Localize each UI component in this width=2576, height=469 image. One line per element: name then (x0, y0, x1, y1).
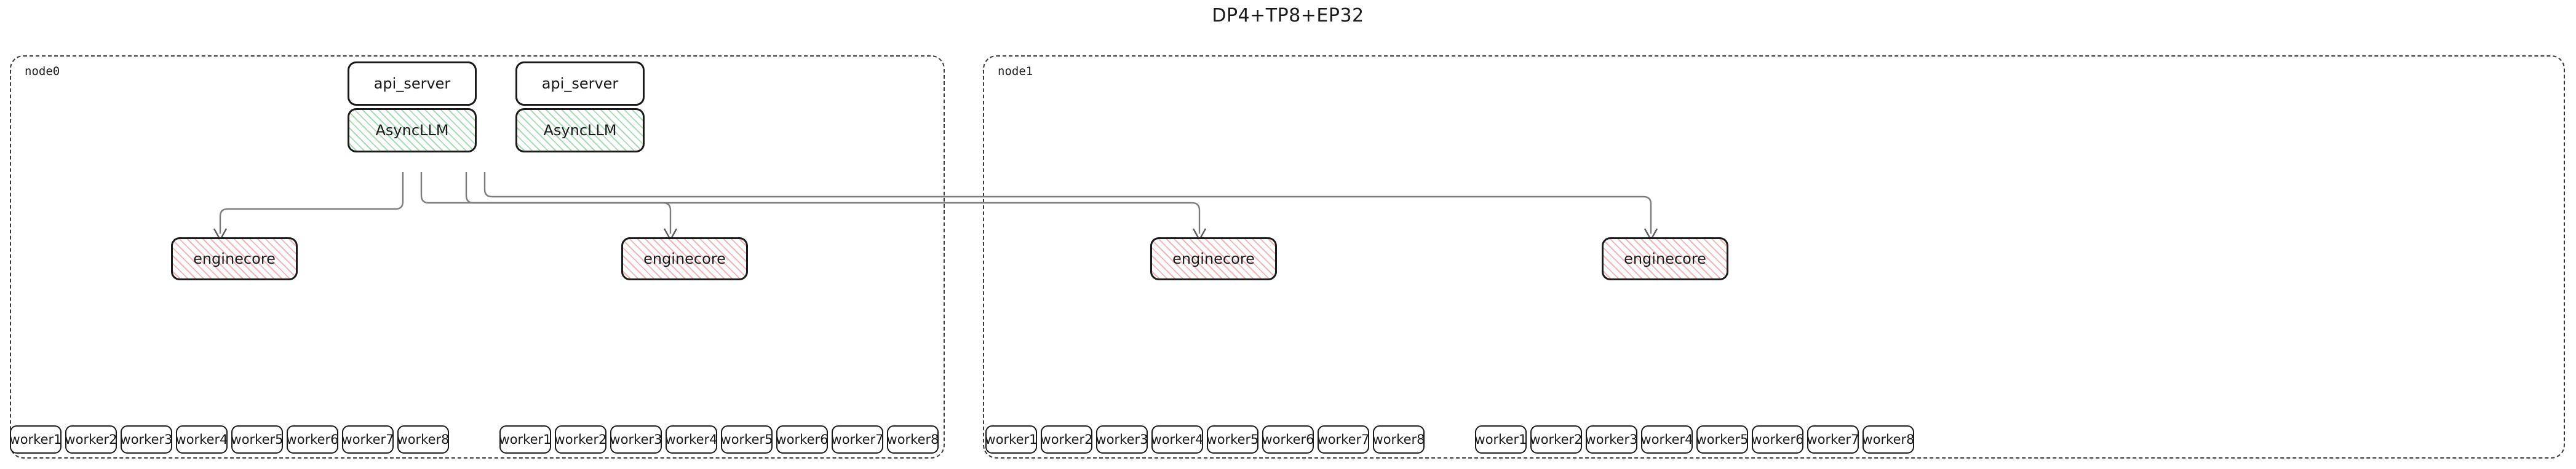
worker-box-g3-3[interactable]: worker3 (1096, 425, 1148, 454)
worker-box-g2-4[interactable]: worker4 (665, 425, 718, 454)
async-llm-label-2: AsyncLLM (543, 122, 617, 139)
worker-label: worker2 (65, 432, 117, 447)
worker-box-g4-3[interactable]: worker3 (1585, 425, 1638, 454)
worker-label: worker3 (1585, 432, 1638, 447)
worker-box-g1-1[interactable]: worker1 (10, 425, 62, 454)
worker-box-g2-5[interactable]: worker5 (721, 425, 773, 454)
worker-box-g4-7[interactable]: worker7 (1807, 425, 1859, 454)
api-server-box-2[interactable]: api_server (515, 61, 645, 106)
worker-label: worker2 (554, 432, 607, 447)
worker-label: worker6 (1751, 432, 1804, 447)
worker-label: worker5 (1696, 432, 1749, 447)
worker-label: worker6 (1262, 432, 1314, 447)
node-container-node0 (10, 55, 945, 459)
worker-label: worker8 (886, 432, 939, 447)
worker-label: worker3 (610, 432, 662, 447)
worker-box-g4-2[interactable]: worker2 (1530, 425, 1583, 454)
worker-label: worker7 (341, 432, 394, 447)
api-server-label-2: api_server (541, 75, 619, 92)
worker-box-g1-5[interactable]: worker5 (231, 425, 284, 454)
worker-box-g1-4[interactable]: worker4 (176, 425, 228, 454)
worker-label: worker7 (1807, 432, 1859, 447)
worker-box-g4-1[interactable]: worker1 (1475, 425, 1527, 454)
worker-label: worker2 (1530, 432, 1583, 447)
worker-label: worker7 (1317, 432, 1370, 447)
enginecore-box-2[interactable]: enginecore (621, 237, 748, 280)
worker-label: worker7 (831, 432, 884, 447)
worker-box-g1-2[interactable]: worker2 (65, 425, 117, 454)
worker-label: worker2 (1040, 432, 1093, 447)
worker-box-g1-8[interactable]: worker8 (397, 425, 450, 454)
worker-box-g2-2[interactable]: worker2 (554, 425, 607, 454)
worker-box-g2-1[interactable]: worker1 (499, 425, 552, 454)
enginecore-label-2: enginecore (643, 250, 726, 267)
worker-label: worker6 (286, 432, 339, 447)
async-llm-box-1[interactable]: AsyncLLM (348, 108, 477, 152)
worker-box-g3-2[interactable]: worker2 (1040, 425, 1093, 454)
worker-box-g3-8[interactable]: worker8 (1373, 425, 1425, 454)
enginecore-label-1: enginecore (193, 250, 276, 267)
worker-box-g3-7[interactable]: worker7 (1317, 425, 1370, 454)
worker-box-g2-3[interactable]: worker3 (610, 425, 662, 454)
worker-label: worker4 (665, 432, 718, 447)
worker-box-g4-8[interactable]: worker8 (1862, 425, 1915, 454)
node-label-node1: node1 (998, 65, 1033, 78)
worker-box-g4-5[interactable]: worker5 (1696, 425, 1749, 454)
worker-label: worker1 (985, 432, 1038, 447)
worker-label: worker5 (720, 432, 773, 447)
worker-box-g3-1[interactable]: worker1 (985, 425, 1038, 454)
enginecore-box-3[interactable]: enginecore (1150, 237, 1277, 280)
worker-box-g3-6[interactable]: worker6 (1262, 425, 1314, 454)
enginecore-label-3: enginecore (1172, 250, 1255, 267)
page-title: DP4+TP8+EP32 (1212, 5, 1364, 26)
worker-box-g1-3[interactable]: worker3 (120, 425, 173, 454)
worker-label: worker3 (120, 432, 173, 447)
worker-label: worker4 (175, 432, 228, 447)
worker-label: worker1 (499, 432, 552, 447)
worker-box-g2-8[interactable]: worker8 (887, 425, 939, 454)
worker-label: worker4 (1151, 432, 1204, 447)
worker-label: worker1 (1474, 432, 1527, 447)
worker-label: worker8 (1372, 432, 1425, 447)
worker-box-g3-4[interactable]: worker4 (1151, 425, 1204, 454)
worker-label: worker3 (1095, 432, 1148, 447)
worker-label: worker8 (397, 432, 450, 447)
enginecore-label-4: enginecore (1624, 250, 1706, 267)
worker-box-g1-7[interactable]: worker7 (342, 425, 394, 454)
async-llm-label-1: AsyncLLM (375, 122, 449, 139)
worker-box-g2-6[interactable]: worker6 (776, 425, 829, 454)
worker-label: worker8 (1862, 432, 1915, 447)
node-label-node0: node0 (25, 65, 60, 78)
worker-box-g2-7[interactable]: worker7 (831, 425, 884, 454)
worker-label: worker1 (9, 432, 62, 447)
worker-box-g4-4[interactable]: worker4 (1641, 425, 1693, 454)
worker-label: worker6 (776, 432, 829, 447)
worker-box-g1-6[interactable]: worker6 (286, 425, 339, 454)
worker-box-g4-6[interactable]: worker6 (1751, 425, 1804, 454)
worker-label: worker5 (231, 432, 284, 447)
worker-label: worker5 (1206, 432, 1259, 447)
node-container-node1 (983, 55, 2565, 459)
worker-box-g3-5[interactable]: worker5 (1206, 425, 1259, 454)
api-server-label-1: api_server (373, 75, 451, 92)
api-server-box-1[interactable]: api_server (348, 61, 477, 106)
async-llm-box-2[interactable]: AsyncLLM (515, 108, 645, 152)
worker-label: worker4 (1640, 432, 1693, 447)
enginecore-box-1[interactable]: enginecore (171, 237, 298, 280)
enginecore-box-4[interactable]: enginecore (1602, 237, 1728, 280)
